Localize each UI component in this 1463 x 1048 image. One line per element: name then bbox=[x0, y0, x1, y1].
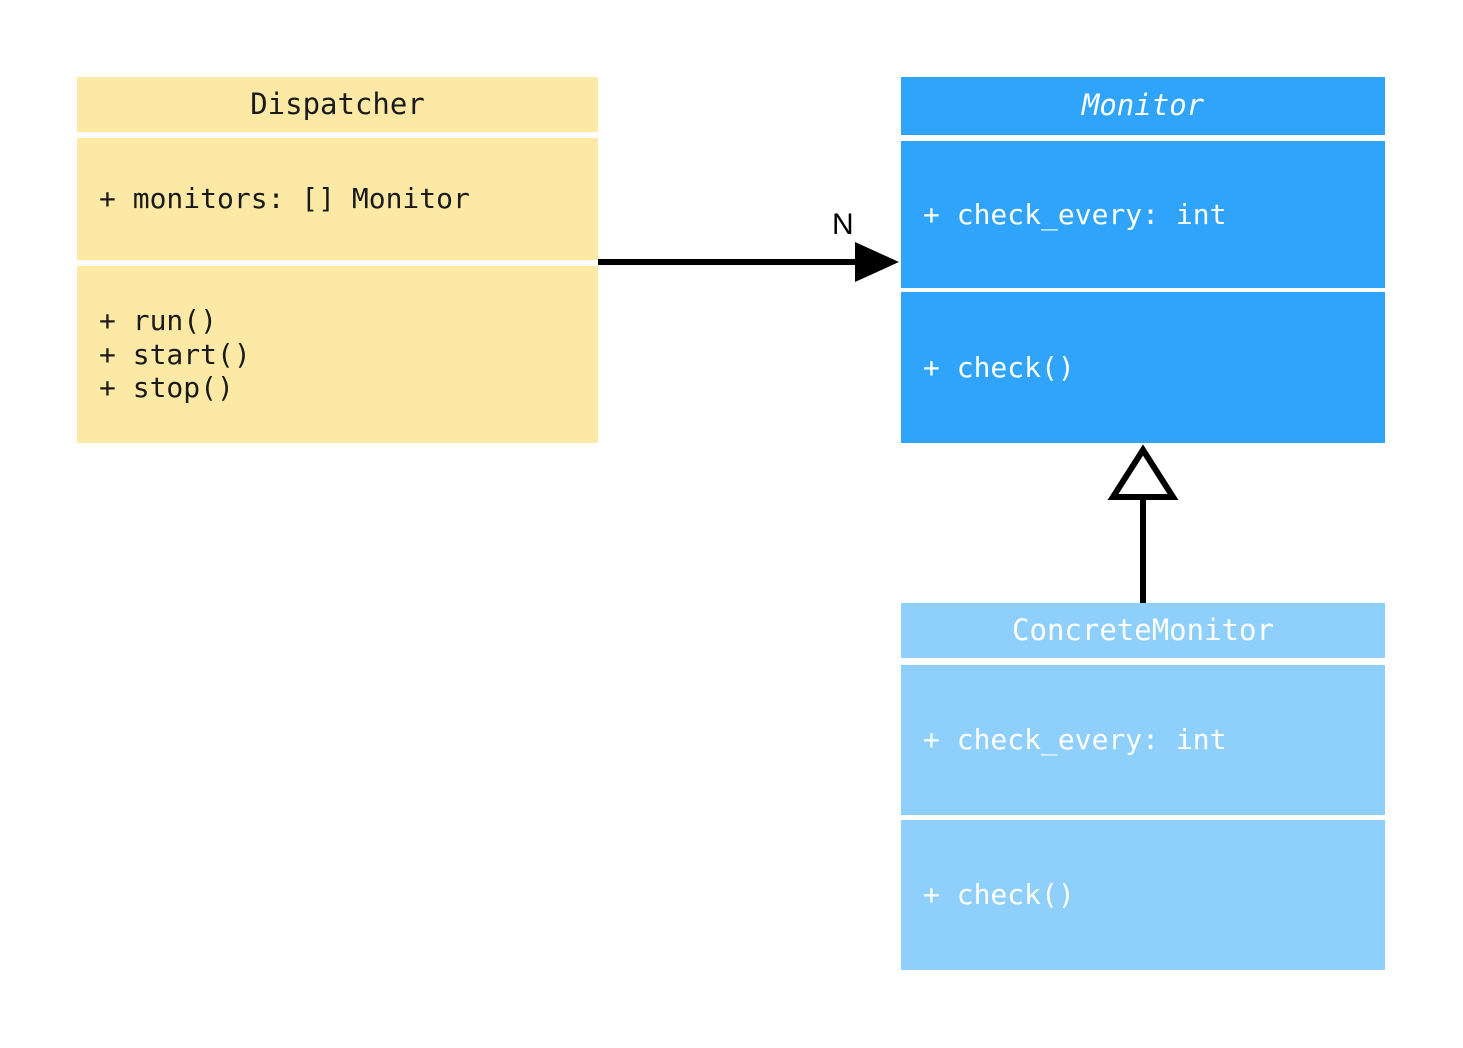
generalization-concrete-monitor[interactable] bbox=[1107, 444, 1179, 603]
method-item: + stop() bbox=[99, 371, 234, 405]
class-attributes-concrete-monitor: + check_every: int bbox=[901, 665, 1385, 815]
class-methods-dispatcher: + run() + start() + stop() bbox=[77, 266, 598, 443]
class-attributes-dispatcher: + monitors: [] Monitor bbox=[77, 138, 598, 260]
attribute-item: + check_every: int bbox=[923, 197, 1227, 231]
class-divider bbox=[901, 288, 1385, 292]
class-title-monitor: Monitor bbox=[901, 77, 1385, 135]
method-item: + check() bbox=[923, 878, 1075, 912]
attribute-item: + monitors: [] Monitor bbox=[99, 182, 470, 216]
class-divider bbox=[77, 260, 598, 266]
class-box-concrete-monitor[interactable]: ConcreteMonitor + check_every: int + che… bbox=[901, 603, 1385, 970]
class-title-concrete-monitor: ConcreteMonitor bbox=[901, 603, 1385, 658]
class-divider bbox=[901, 135, 1385, 141]
class-box-dispatcher[interactable]: Dispatcher + monitors: [] Monitor + run(… bbox=[77, 77, 598, 443]
class-attributes-monitor: + check_every: int bbox=[901, 141, 1385, 288]
method-item: + run() bbox=[99, 303, 218, 337]
attribute-item: + check_every: int bbox=[923, 723, 1227, 757]
class-methods-concrete-monitor: + check() bbox=[901, 820, 1385, 970]
filled-triangle-arrowhead-icon bbox=[855, 242, 899, 282]
class-box-monitor[interactable]: Monitor + check_every: int + check() bbox=[901, 77, 1385, 443]
association-multiplicity-label: N bbox=[832, 208, 854, 241]
class-divider bbox=[901, 815, 1385, 820]
hollow-triangle-arrowhead-icon bbox=[1107, 444, 1179, 500]
method-item: + check() bbox=[923, 350, 1075, 384]
class-divider bbox=[77, 132, 598, 138]
method-item: + start() bbox=[99, 337, 251, 371]
association-dispatcher-monitor[interactable] bbox=[598, 242, 899, 282]
class-methods-monitor: + check() bbox=[901, 292, 1385, 443]
class-divider bbox=[901, 658, 1385, 665]
class-title-dispatcher: Dispatcher bbox=[77, 77, 598, 132]
